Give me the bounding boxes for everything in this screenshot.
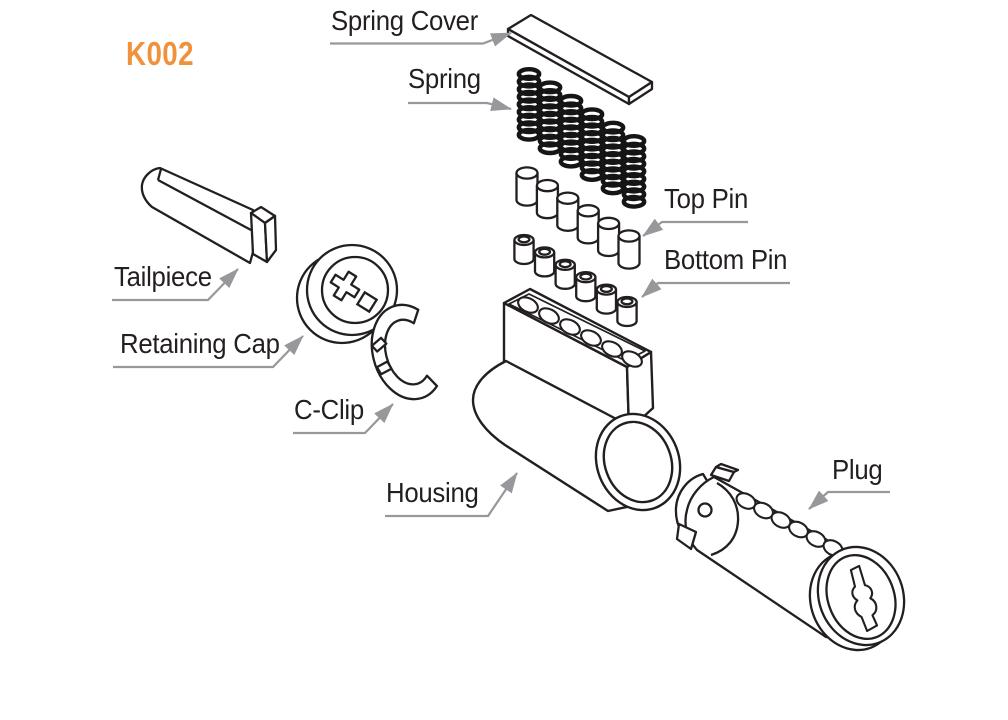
top-pin-leader <box>642 218 748 237</box>
label-retaining-cap: Retaining Cap <box>120 328 280 359</box>
label-top-pin: Top Pin <box>664 183 748 214</box>
c-clip-part <box>370 303 439 401</box>
label-bottom-pin: Bottom Pin <box>664 244 788 275</box>
retaining-cap-leader <box>113 335 304 369</box>
tailpiece-part <box>140 166 278 265</box>
spring-leader <box>408 97 512 112</box>
tailpiece-leader <box>112 268 239 302</box>
plug-leader <box>808 490 890 510</box>
label-c-clip: C-Clip <box>294 394 364 425</box>
spring-cover-part <box>506 13 654 106</box>
bottom-pin-leader <box>641 278 790 298</box>
leader-lines <box>112 31 890 518</box>
label-plug: Plug <box>832 454 883 485</box>
label-spring: Spring <box>408 63 481 94</box>
c-clip-leader <box>293 403 394 435</box>
label-tailpiece: Tailpiece <box>114 261 212 292</box>
spring-cover-leader <box>330 31 512 47</box>
housing-part <box>471 287 682 513</box>
housing-leader <box>385 472 518 518</box>
retaining-cap-part <box>295 243 399 345</box>
diagram-code: K002 <box>126 35 194 72</box>
plug-part <box>674 462 906 652</box>
label-housing: Housing <box>386 477 479 508</box>
label-spring-cover: Spring Cover <box>331 5 479 36</box>
